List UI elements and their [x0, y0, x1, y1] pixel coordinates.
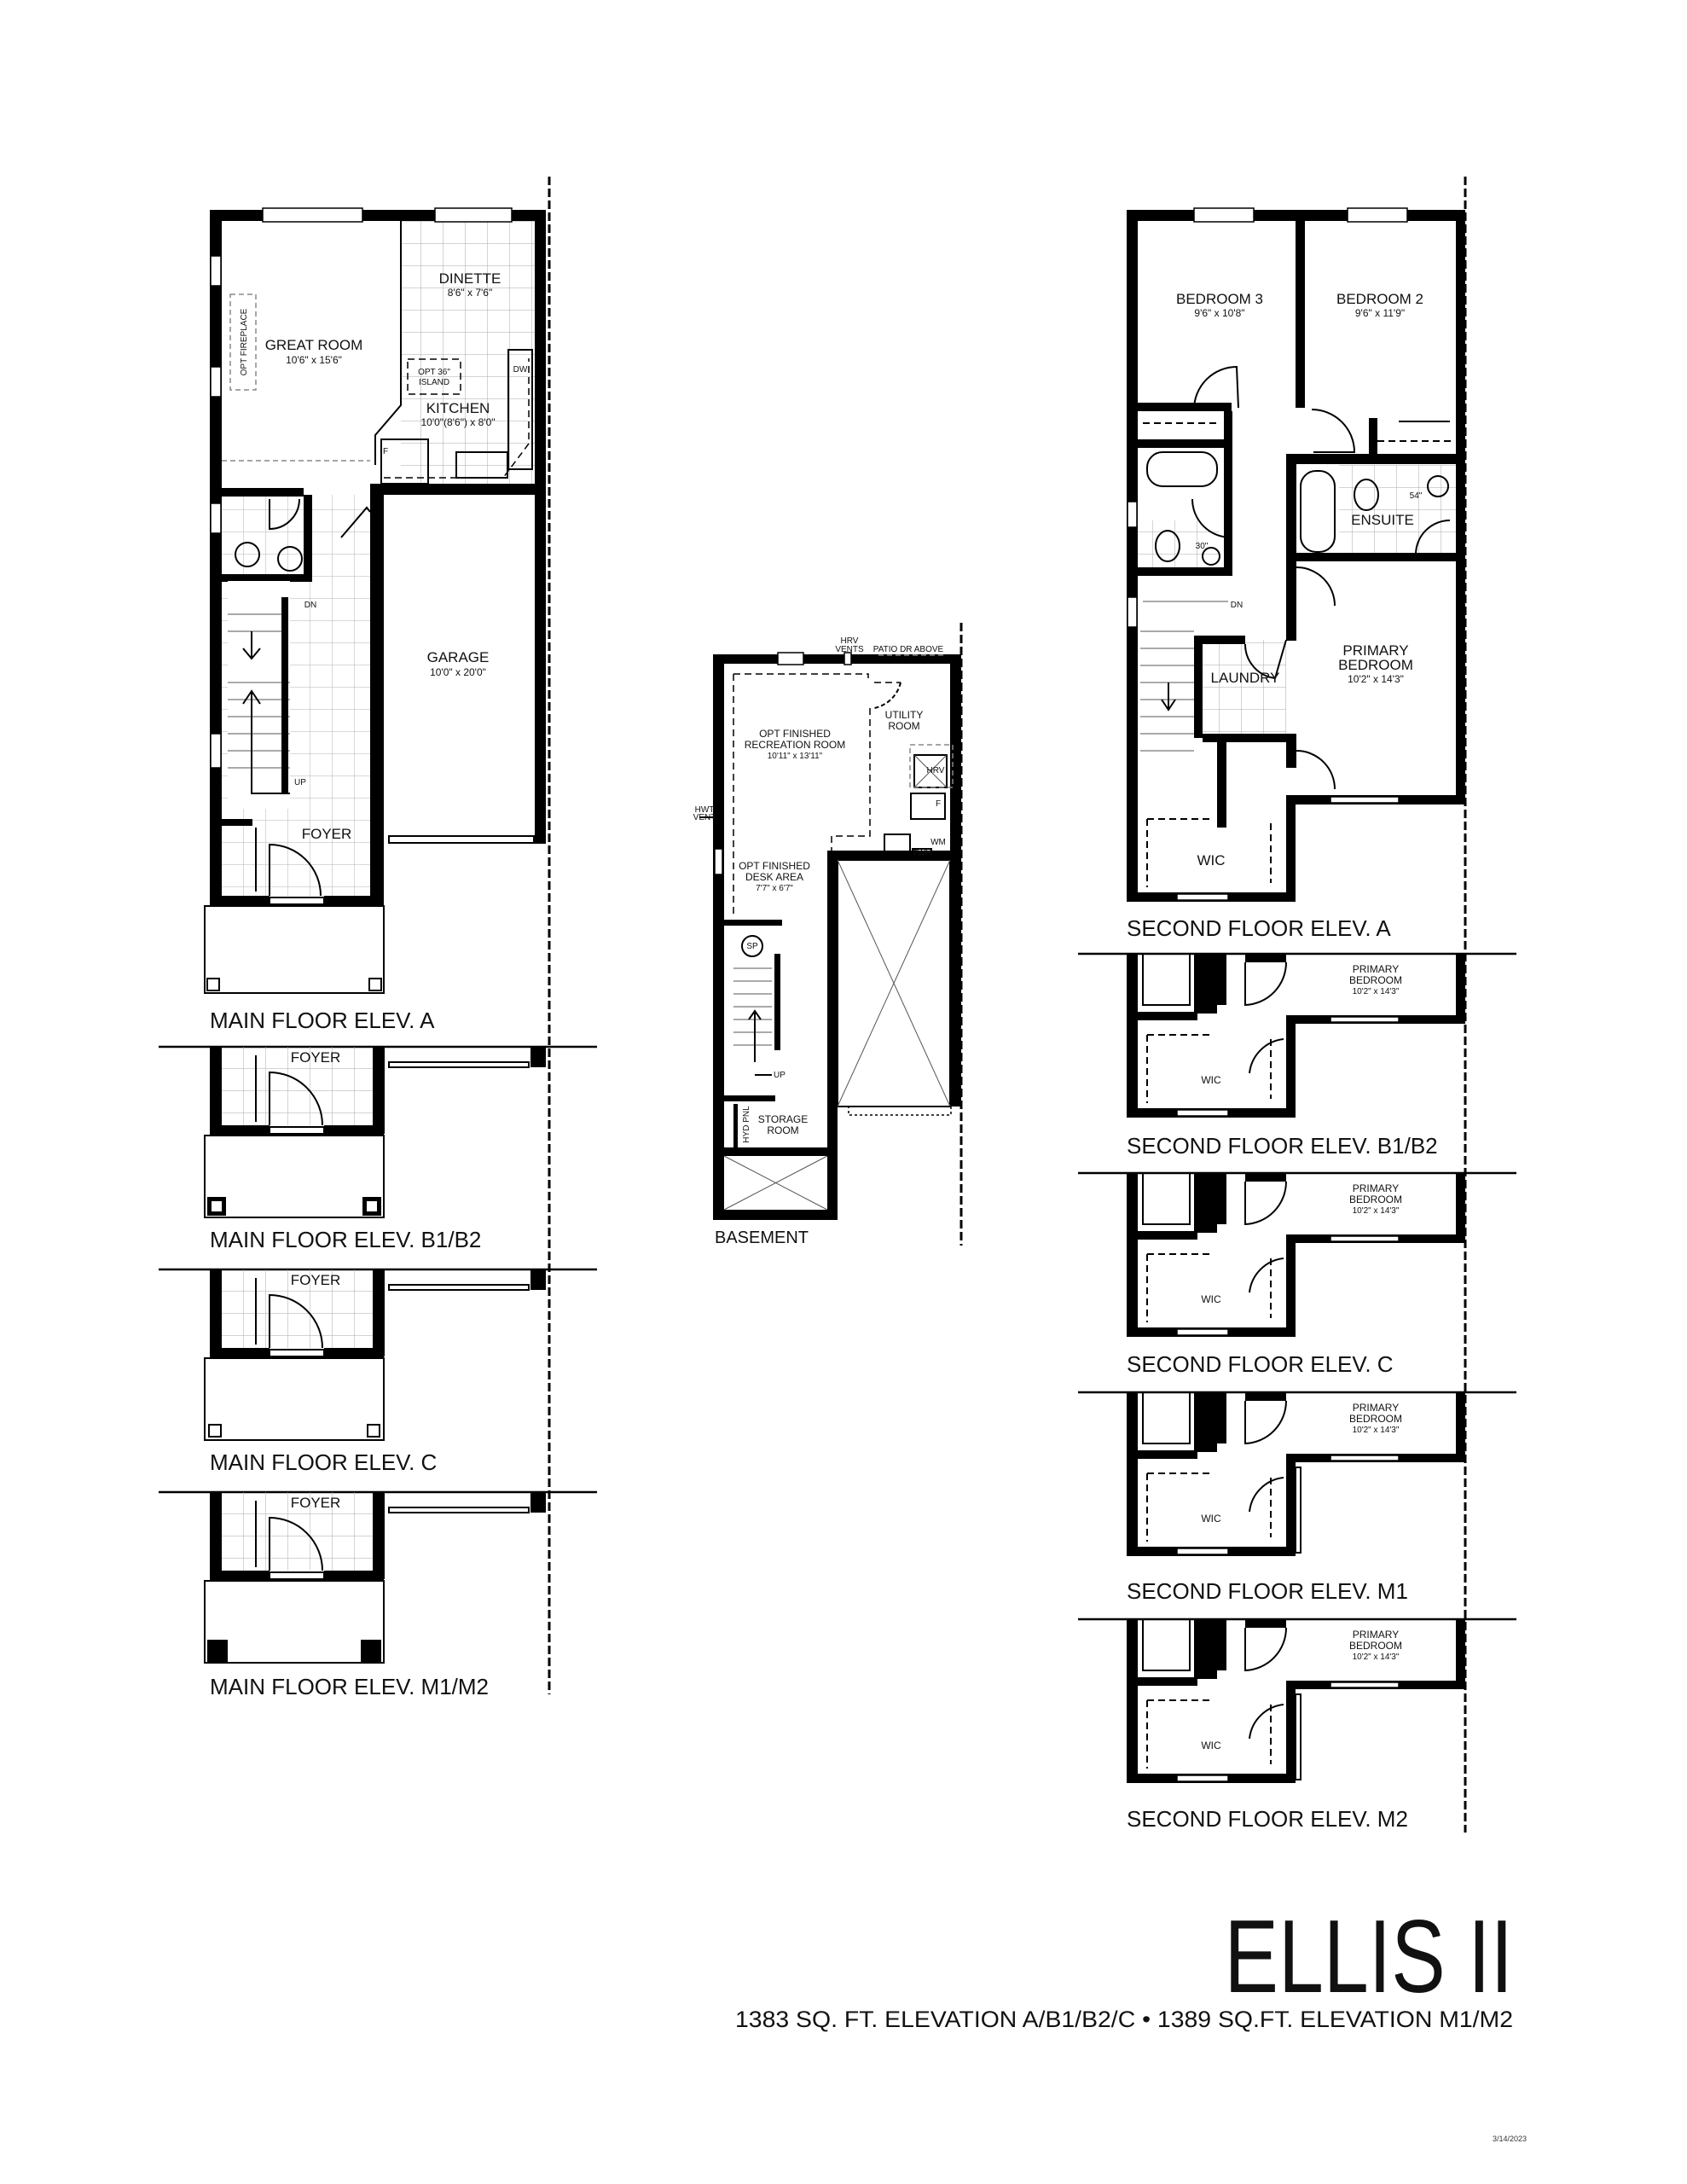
primary-bedroom-label-1: PRIMARY [1353, 1182, 1399, 1194]
storage-room-label-1: STORAGE [758, 1113, 808, 1125]
laundry-label: LAUNDRY [1211, 670, 1280, 686]
ensuite-label: ENSUITE [1351, 512, 1414, 528]
second-floor-plan-m1: PRIMARY BEDROOM 10'2" x 14'3" WIC SECOND… [1126, 1391, 1466, 1604]
hrv-vents-label-1: HRV [841, 636, 859, 646]
primary-bedroom-label-1: PRIMARY [1353, 963, 1399, 975]
twh-label: TWH [913, 849, 932, 858]
water-meter-label: WM [930, 838, 946, 847]
main-floor-plan-a: OPT FIREPLACE GREAT ROOM 10'6" x 15'6" D… [204, 207, 546, 1033]
desk-area-label-2: DESK AREA [745, 871, 803, 883]
bedroom-3-dims: 9'6" x 10'8" [1194, 307, 1244, 319]
main-floor-elev-b-label: MAIN FLOOR ELEV. B1/B2 [210, 1227, 481, 1252]
primary-bedroom-label-2: BEDROOM [1349, 1194, 1402, 1205]
storage-room-label-2: ROOM [767, 1124, 798, 1136]
vanity-30-label: 30" [1196, 542, 1209, 551]
utility-room-label-2: ROOM [888, 720, 919, 732]
stairs-down-label: DN [304, 601, 316, 610]
kitchen-label: KITCHEN [426, 400, 490, 416]
main-floor-plan-m1-m2: FOYER MAIN FLOOR ELEV. M1/M2 [204, 1491, 547, 1699]
desk-area-dims: 7'7" x 6'7" [756, 884, 793, 893]
great-room-label: GREAT ROOM [265, 337, 363, 353]
foyer-label: FOYER [291, 1272, 341, 1288]
stairs-up-label: UP [294, 778, 306, 787]
kitchen-dims: 10'0"(8'6") x 8'0" [420, 416, 495, 428]
second-floor-plan-b1-b2: PRIMARY BEDROOM 10'2" x 14'3" WIC SECOND… [1126, 953, 1466, 1159]
wic-label: WIC [1201, 1293, 1221, 1305]
wic-label: WIC [1201, 1074, 1221, 1086]
opt-island-label-1: OPT 36" [418, 368, 450, 377]
main-floor-elev-a-label: MAIN FLOOR ELEV. A [210, 1008, 435, 1033]
great-room-dims: 10'6" x 15'6" [286, 354, 342, 366]
foyer-label: FOYER [291, 1049, 341, 1066]
main-floor-plan-b1-b2: FOYER MAIN FLOOR ELEV. B1/B2 [204, 1046, 547, 1252]
hydro-panel-label: HYD PNL [742, 1106, 751, 1143]
second-floor-elev-m1-label: SECOND FLOOR ELEV. M1 [1127, 1578, 1408, 1604]
sump-pump-label: SP [746, 942, 758, 951]
primary-bedroom-dims: 10'2" x 14'3" [1348, 673, 1404, 685]
utility-room-label-1: UTILITY [885, 709, 924, 721]
hwt-vent-label-2: VENT [693, 813, 716, 822]
bedroom-2-label: BEDROOM 2 [1336, 291, 1423, 307]
desk-area-label-1: OPT FINISHED [739, 860, 810, 872]
primary-bedroom-label-2: BEDROOM [1349, 1413, 1402, 1425]
dinette-label: DINETTE [439, 270, 501, 287]
basement-plan: HRV VENTS PATIO DR ABOVE HWT VENT OPT FI… [693, 636, 961, 1247]
garage-dims: 10'0" x 20'0" [430, 666, 486, 678]
rec-room-dims: 10'11" x 13'11" [768, 752, 823, 761]
date-stamp: 3/14/2023 [1493, 2135, 1527, 2143]
rec-room-label-1: OPT FINISHED [759, 728, 831, 740]
main-floor-elev-c-label: MAIN FLOOR ELEV. C [210, 1449, 437, 1475]
second-floor-elev-b-label: SECOND FLOOR ELEV. B1/B2 [1127, 1133, 1438, 1159]
bedroom-3-label: BEDROOM 3 [1176, 291, 1263, 307]
foyer-label: FOYER [302, 826, 352, 842]
opt-fireplace-label: OPT FIREPLACE [240, 308, 249, 375]
square-footage-subtitle: 1383 SQ. FT. ELEVATION A/B1/B2/C • 1389 … [735, 2007, 1513, 2032]
basement-label: BASEMENT [715, 1228, 809, 1247]
furnace-label: F [936, 799, 941, 809]
second-floor-elev-a-label: SECOND FLOOR ELEV. A [1127, 915, 1391, 941]
wic-label: WIC [1197, 852, 1225, 868]
primary-bedroom-label-2: BEDROOM [1349, 974, 1402, 986]
second-floor-plan-m2: PRIMARY BEDROOM 10'2" x 14'3" WIC SECOND… [1126, 1618, 1466, 1832]
foyer-label: FOYER [291, 1495, 341, 1511]
dishwasher-label: DW [513, 365, 528, 375]
primary-bedroom-label-1: PRIMARY [1342, 642, 1408, 659]
patio-door-above-label: PATIO DR ABOVE [873, 645, 944, 654]
model-title: ELLIS II [1225, 1899, 1513, 2015]
wic-label: WIC [1201, 1740, 1221, 1751]
primary-bedroom-label-2: BEDROOM [1349, 1640, 1402, 1652]
primary-bedroom-label-1: PRIMARY [1353, 1629, 1399, 1641]
primary-bedroom-label-1: PRIMARY [1353, 1402, 1399, 1414]
hwt-vent-label-1: HWT [695, 805, 715, 815]
wic-label: WIC [1201, 1513, 1221, 1525]
garage-label: GARAGE [427, 649, 490, 665]
primary-bedroom-dims: 10'2" x 14'3" [1353, 987, 1400, 996]
hrv-vents-label-2: VENTS [835, 645, 864, 654]
rec-room-label-2: RECREATION ROOM [745, 739, 845, 751]
vanity-54-label: 54" [1410, 491, 1423, 501]
primary-bedroom-dims: 10'2" x 14'3" [1353, 1206, 1400, 1216]
second-floor-plan-a: BEDROOM 3 9'6" x 10'8" BEDROOM 2 9'6" x … [1127, 207, 1465, 941]
primary-bedroom-label-2: BEDROOM [1338, 657, 1413, 673]
stairs-down-label: DN [1231, 601, 1243, 610]
hrv-label: HRV [927, 766, 945, 775]
dinette-dims: 8'6" x 7'6" [448, 287, 492, 299]
opt-island-label-2: ISLAND [419, 378, 449, 387]
fridge-label: F [383, 447, 388, 456]
main-floor-elev-m-label: MAIN FLOOR ELEV. M1/M2 [210, 1674, 489, 1699]
second-floor-plan-c: PRIMARY BEDROOM 10'2" x 14'3" WIC SECOND… [1126, 1172, 1466, 1377]
second-floor-elev-c-label: SECOND FLOOR ELEV. C [1127, 1351, 1394, 1377]
primary-bedroom-dims: 10'2" x 14'3" [1353, 1426, 1400, 1435]
stairs-up-label: UP [774, 1071, 786, 1080]
primary-bedroom-dims: 10'2" x 14'3" [1353, 1653, 1400, 1662]
second-floor-elev-m2-label: SECOND FLOOR ELEV. M2 [1127, 1806, 1408, 1832]
bedroom-2-dims: 9'6" x 11'9" [1355, 307, 1405, 319]
main-floor-plan-c: FOYER MAIN FLOOR ELEV. C [204, 1269, 547, 1475]
